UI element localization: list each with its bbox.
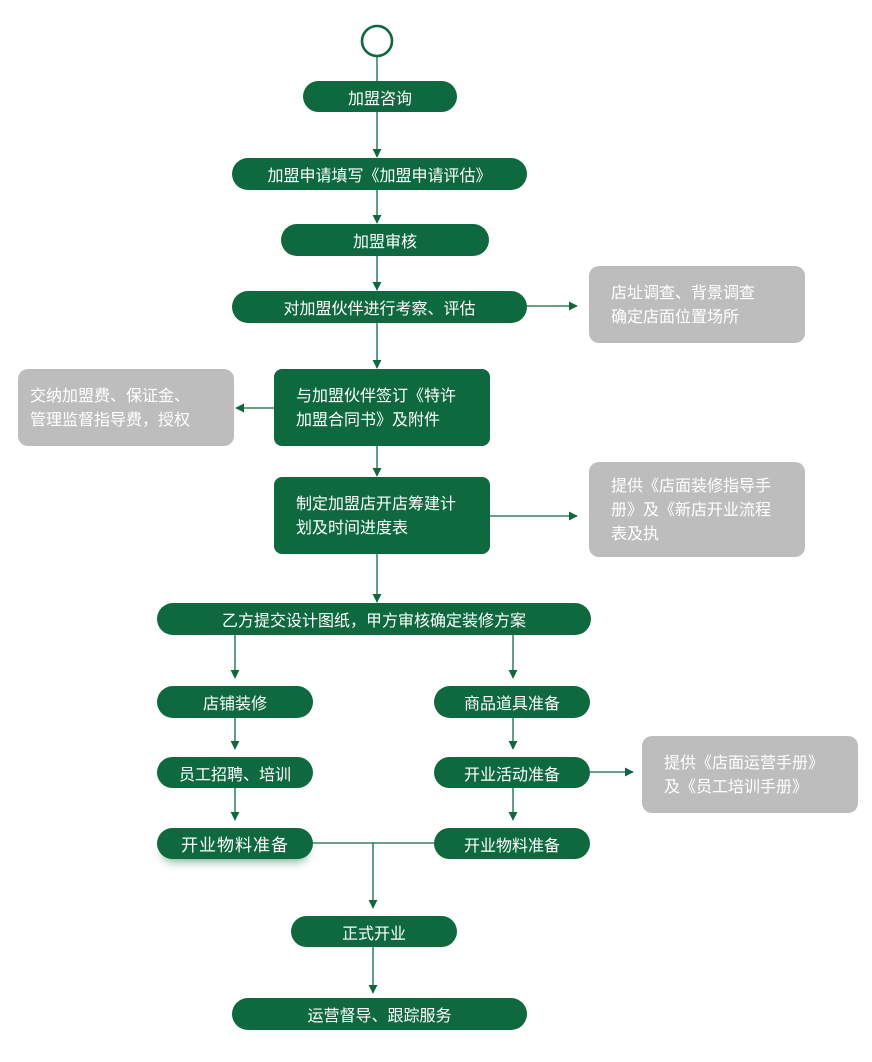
note-fees: 交纳加盟费、保证金、 管理监督指导费，授权 [18, 369, 234, 446]
note-survey-line1: 店址调查、背景调查 [611, 282, 756, 302]
step-review: 加盟审核 [281, 224, 489, 256]
note-manual-decor-line2: 册》及《新店开业流程 [611, 499, 772, 519]
note-manual-ops-line2: 及《员工培训手册》 [664, 776, 809, 796]
step-renovation: 店铺装修 [157, 686, 313, 718]
note-survey-line2: 确定店面位置场所 [611, 306, 740, 326]
step-plan-line1: 制定加盟店开店筹建计 [296, 493, 457, 513]
step-goods: 商品道具准备 [434, 686, 590, 718]
step-plan: 制定加盟店开店筹建计 划及时间进度表 [274, 477, 490, 554]
start-node [360, 24, 394, 58]
step-plan-line2: 划及时间进度表 [296, 517, 409, 537]
step-opening: 正式开业 [291, 916, 457, 947]
step-materials-right: 开业物料准备 [434, 828, 590, 859]
step-recruit: 员工招聘、培训 [157, 757, 313, 788]
step-apply: 加盟申请填写《加盟申请评估》 [232, 158, 527, 190]
note-manual-decor-line3: 表及执 [611, 523, 660, 543]
step-contract: 与加盟伙伴签订《特许 加盟合同书》及附件 [274, 369, 490, 446]
note-fees-line1: 交纳加盟费、保证金、 [30, 385, 191, 405]
step-design: 乙方提交设计图纸，甲方审核确定装修方案 [157, 603, 591, 635]
step-event: 开业活动准备 [434, 757, 590, 788]
note-fees-line2: 管理监督指导费，授权 [30, 409, 191, 429]
step-contract-line1: 与加盟伙伴签订《特许 [296, 385, 457, 405]
step-operation: 运营督导、跟踪服务 [232, 998, 527, 1030]
step-materials-left: 开业物料准备 [157, 828, 313, 859]
note-manual-decor: 提供《店面装修指导手 册》及《新店开业流程 表及执 [589, 462, 805, 557]
note-manual-decor-line1: 提供《店面装修指导手 [611, 475, 772, 495]
note-survey: 店址调查、背景调查 确定店面位置场所 [589, 266, 805, 343]
step-consult: 加盟咨询 [303, 81, 457, 112]
note-manual-ops-line1: 提供《店面运营手册》 [664, 752, 825, 772]
step-contract-line2: 加盟合同书》及附件 [296, 409, 441, 429]
note-manual-ops: 提供《店面运营手册》 及《员工培训手册》 [642, 736, 858, 813]
step-inspect: 对加盟伙伴进行考察、评估 [232, 291, 527, 323]
